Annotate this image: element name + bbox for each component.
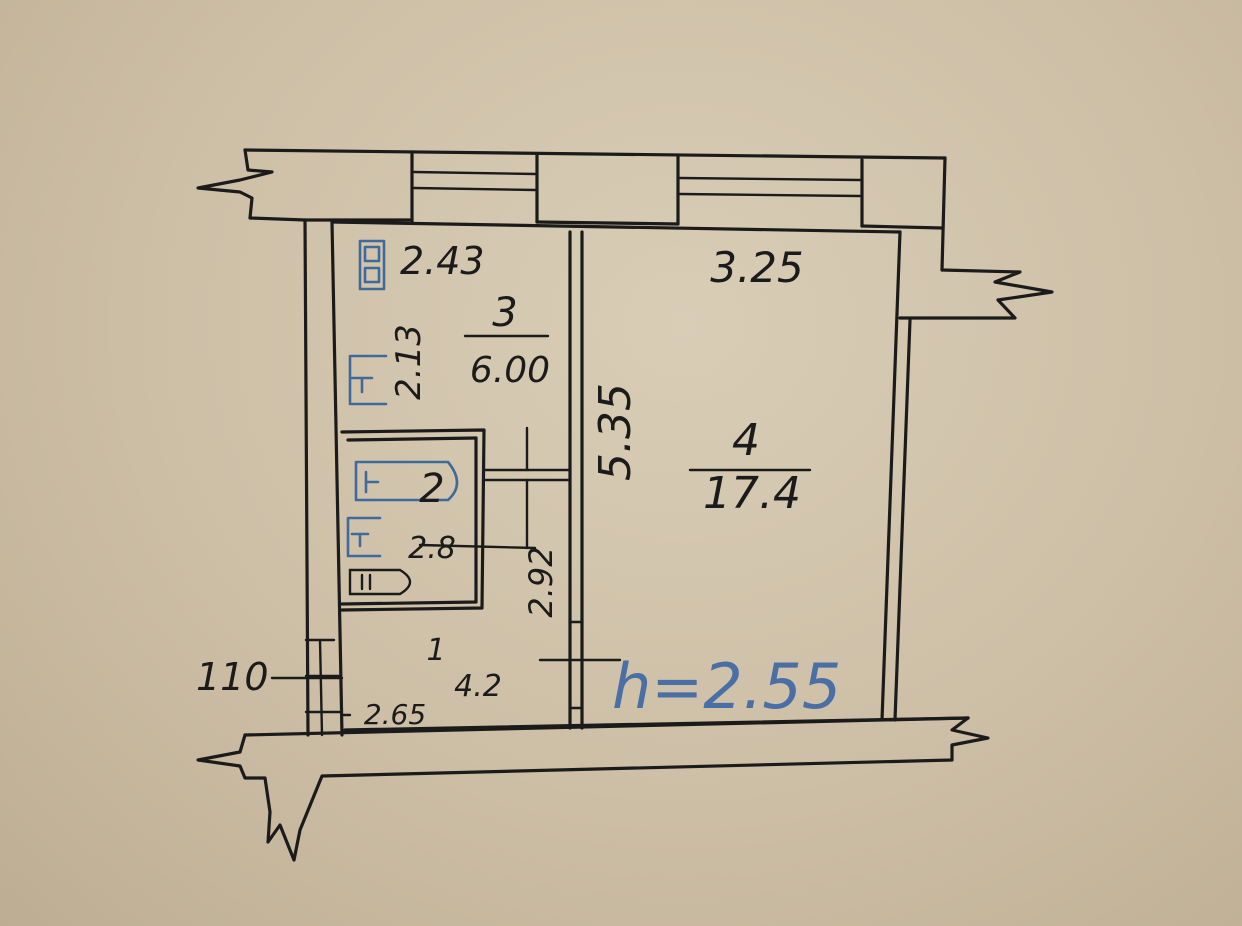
room-4-number: 4 <box>732 415 760 466</box>
window-right <box>676 154 864 228</box>
ceiling-height-label: h=2.55 <box>612 650 841 723</box>
room-3-number: 3 <box>492 290 517 336</box>
bathroom-block <box>340 426 572 612</box>
bottom-wall <box>196 716 990 862</box>
bathtub-icon <box>354 460 459 502</box>
sink-icon <box>348 354 388 406</box>
room-door <box>568 620 584 710</box>
washbasin-icon <box>346 516 382 558</box>
corridor-length-label: 2.92 <box>522 546 560 617</box>
entrance-width-label: 110 <box>196 655 269 699</box>
room-length-label: 5.35 <box>590 383 641 481</box>
left-wall-break <box>196 148 307 222</box>
room-2-area: 2.8 <box>408 531 456 566</box>
room-1-area: 4.2 <box>454 669 502 704</box>
room-1-number: 1 <box>426 633 445 668</box>
room-4-area: 17.4 <box>703 468 801 519</box>
kitchen-length-label: 2.13 <box>389 324 429 400</box>
room-3-area: 6.00 <box>470 350 550 391</box>
dimension-lines <box>270 334 812 717</box>
left-wall <box>303 218 344 737</box>
entrance-door <box>304 638 342 737</box>
top-wall <box>243 148 947 272</box>
room-2-number: 2 <box>419 466 444 512</box>
kitchen-width-label: 2.43 <box>400 239 485 283</box>
stove-icon <box>358 239 386 291</box>
room-width-label: 3.25 <box>710 243 804 292</box>
right-wall <box>880 230 912 722</box>
window-left <box>410 150 539 224</box>
corridor-width-label: 2.65 <box>364 698 426 731</box>
partition-wall <box>568 230 584 730</box>
toilet-icon <box>348 568 412 596</box>
right-wall-break-top <box>898 268 1054 320</box>
